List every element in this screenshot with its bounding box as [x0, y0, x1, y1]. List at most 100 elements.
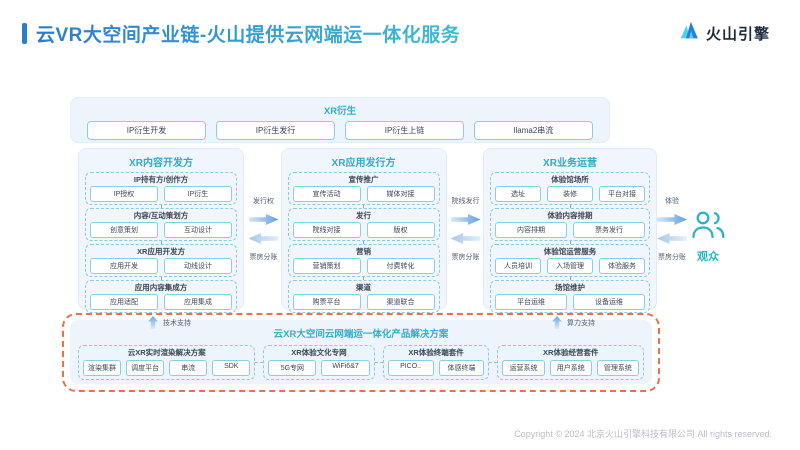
arrow-right-icon	[657, 214, 687, 225]
section-item: 院线对接	[292, 222, 361, 238]
section-item: 入场管理	[547, 258, 593, 274]
arrow-left-icon	[248, 233, 279, 244]
section-item: 内容排期	[495, 222, 567, 238]
section: 发行院线对接版权	[287, 208, 440, 241]
section: 场馆维护平台运维设备运维	[490, 280, 650, 313]
section-item: 人员培训	[495, 258, 541, 274]
section-item: 营销策划	[292, 258, 361, 274]
section-items: 应用开发动线设计	[90, 258, 232, 274]
section-item: 购票平台	[292, 294, 361, 310]
section-item: 平台对接	[599, 186, 645, 202]
flow-content-to-publisher: 发行权 票房分账	[243, 196, 284, 262]
section-item: 应用适配	[90, 294, 158, 310]
solution-title: 云XR大空间云网端运一体化产品解决方案	[273, 329, 449, 340]
column-title: XR应用发行方	[331, 158, 396, 169]
section-connector	[569, 241, 571, 244]
support-technical: 技术支持	[148, 316, 191, 329]
solution-item: WiFi6&7	[321, 360, 370, 376]
derivative-item: IP衍生开发	[87, 121, 206, 140]
solution-group-title: XR体验终端套件	[408, 348, 464, 357]
section: 体验馆运营服务人员培训入场管理体验服务	[490, 244, 650, 277]
section-items: IP授权 IP衍生	[90, 186, 232, 202]
section-item: IP衍生	[164, 186, 232, 202]
flow-back-label: 票房分账	[658, 254, 686, 261]
group-connector	[374, 362, 383, 363]
solution-item: 体感终端	[438, 360, 485, 376]
section-title: 营销	[356, 247, 371, 256]
arrow-left-icon	[450, 233, 481, 244]
audience-icon	[690, 211, 726, 244]
section-title: 体验内容排期	[547, 211, 593, 220]
section-item: IP授权	[90, 186, 158, 202]
support-label: 技术支持	[163, 320, 191, 327]
section-item: 付费转化	[366, 258, 435, 274]
flow-back-label: 票房分账	[249, 254, 278, 261]
solution-group-title: 云XR实时渲染解决方案	[127, 348, 206, 357]
support-label: 算力支持	[567, 320, 595, 327]
section-item: 装修	[547, 186, 593, 202]
volcano-engine-logo: 火山引擎	[679, 20, 770, 46]
column-3: XR业务运营体验馆场所选址装修平台对接体验内容排期内容排期票务发行体验馆运营服务…	[483, 148, 657, 313]
section-connector	[160, 241, 162, 244]
section-title: 渠道	[356, 283, 371, 292]
solution-item: 管理系统	[596, 360, 639, 376]
group-connector	[489, 362, 498, 363]
section-item: 宣传活动	[292, 186, 361, 202]
section-item: 选址	[495, 186, 541, 202]
column-2: XR应用发行方宣传推广宣传活动媒体对接发行院线对接版权营销营销策划付费转化渠道购…	[280, 148, 447, 313]
arrow-up-icon	[148, 316, 158, 329]
section-title: 体验馆场所	[551, 175, 589, 184]
derivative-item: IP衍生上链	[345, 121, 464, 140]
section-connector	[363, 277, 364, 280]
column-title: XR内容开发方	[129, 158, 193, 169]
section: 应用内容集成方应用适配应用集成	[85, 280, 237, 313]
solution-panel: 云XR大空间云网端运一体化产品解决方案 云XR实时渲染解决方案渲染集群调度平台串…	[70, 320, 652, 384]
solution-group-items: PICO..体感终端	[387, 360, 485, 376]
volcano-icon	[679, 20, 700, 46]
section-connector	[569, 205, 571, 208]
section-title: 体验馆运营服务	[543, 247, 597, 256]
solution-item: 渲染集群	[83, 360, 122, 376]
flow-publisher-to-operator: 院线发行 票房分账	[447, 196, 484, 262]
solution-group: XR体验终端套件 PICO..体感终端	[382, 345, 490, 380]
solution-item: 调度平台	[126, 360, 165, 376]
solution-item: 运营系统	[502, 360, 545, 376]
section-item: 动线设计	[164, 258, 232, 274]
section-item: 应用集成	[164, 294, 232, 310]
section-connector	[363, 205, 364, 208]
section-items: 内容排期票务发行	[495, 222, 645, 238]
section-title: 宣传推广	[348, 175, 379, 184]
flow-forward-label: 体验	[665, 198, 679, 205]
section-item: 体验服务	[599, 258, 645, 274]
solution-group-items: 运营系统用户系统管理系统	[502, 360, 639, 376]
arrow-right-icon	[248, 214, 279, 225]
solution-group-title: XR体验经营套件	[543, 348, 599, 357]
section: 体验内容排期内容排期票务发行	[490, 208, 650, 241]
section-item: 媒体对接	[366, 186, 435, 202]
solution-item: 串流	[169, 360, 208, 376]
section: 内容/互动策划方创意策划互动设计	[85, 208, 237, 241]
section-title: XR应用开发方	[137, 247, 185, 256]
solution-item: 用户系统	[549, 360, 592, 376]
section-item: 渠道联合	[366, 294, 435, 310]
section: XR应用开发方应用开发动线设计	[85, 244, 237, 277]
flow-back-label: 票房分账	[451, 254, 480, 261]
section-connector	[569, 277, 571, 280]
section-item: 设备运维	[573, 294, 645, 310]
section: 宣传推广宣传活动媒体对接	[287, 172, 440, 205]
section-item: 票务发行	[573, 222, 645, 238]
solution-item: SDK	[212, 360, 251, 376]
section-connector	[160, 205, 162, 208]
section-items: 创意策划互动设计	[90, 222, 232, 238]
flow-forward-label: 发行权	[253, 198, 274, 205]
